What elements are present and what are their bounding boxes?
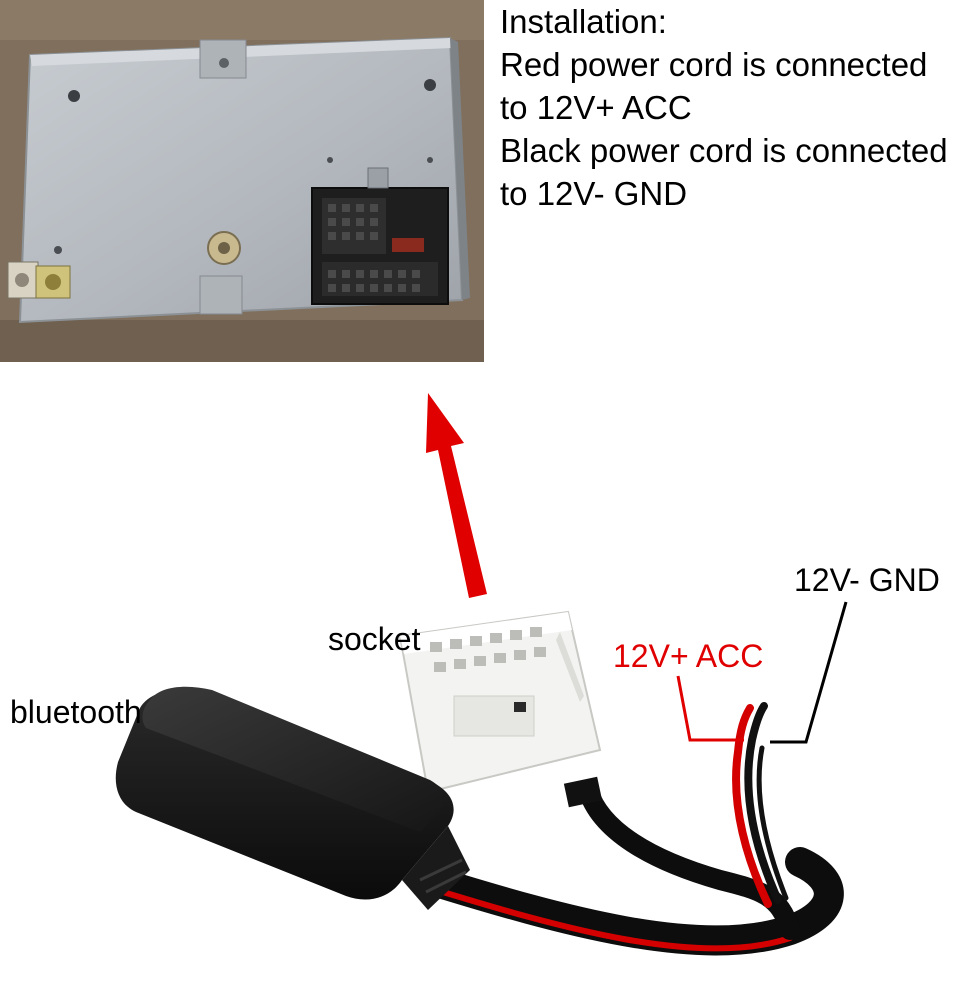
installation-heading: Installation: <box>500 3 667 40</box>
installation-line-3: Black power cord is connected <box>500 132 948 169</box>
socket-label: socket <box>328 621 421 657</box>
gnd-label: 12V- GND <box>794 562 940 598</box>
red-up-arrow-icon <box>426 393 487 598</box>
bluetooth-module <box>115 686 470 910</box>
installation-line-1: Red power cord is connected <box>500 46 928 83</box>
cable-harness <box>415 702 844 956</box>
bluetooth-label: bluetooth <box>10 694 142 730</box>
pointer-lines <box>676 601 848 744</box>
white-socket <box>398 610 603 808</box>
installation-line-4: to 12V- GND <box>500 175 688 212</box>
acc-label: 12V+ ACC <box>613 638 764 674</box>
car-radio-photo <box>0 0 484 362</box>
installation-line-2: to 12V+ ACC <box>500 89 692 126</box>
